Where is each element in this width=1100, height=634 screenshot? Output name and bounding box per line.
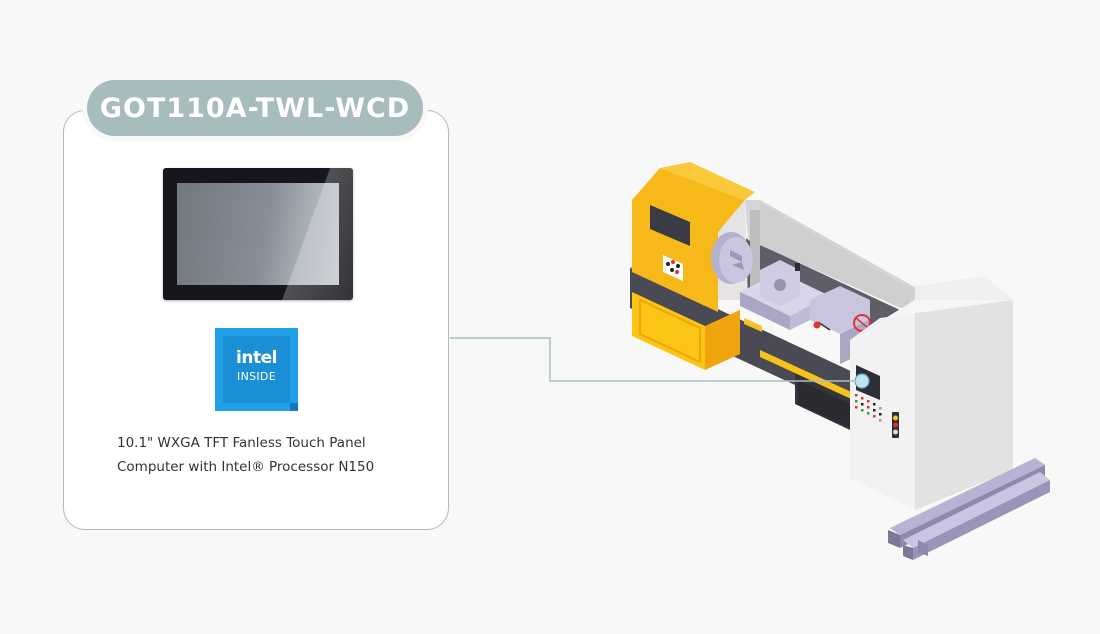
intel-inside-badge: intel INSIDE — [215, 328, 298, 411]
lathe-base — [632, 292, 740, 370]
connector-line — [450, 337, 856, 382]
model-title-pill: GOT110A-TWL-WCD — [87, 80, 423, 136]
headstock-screen — [650, 205, 690, 246]
description-line-2: Computer with Intel® Processor N150 — [117, 459, 375, 475]
lathe-chuck — [711, 232, 753, 284]
intel-logo-text: intel — [236, 348, 277, 368]
touch-panel-image — [163, 168, 353, 300]
intel-badge-inner — [223, 336, 290, 403]
description-line-1: 10.1" WXGA TFT Fanless Touch Panel — [117, 435, 366, 451]
model-title: GOT110A-TWL-WCD — [99, 92, 411, 124]
intel-inside-text: INSIDE — [237, 370, 276, 383]
cabinet-button-grid — [855, 394, 882, 422]
cabinet-display-highlight — [854, 373, 870, 389]
control-cabinet — [850, 276, 1013, 510]
panel-screen — [177, 183, 339, 285]
metal-bars — [888, 458, 1050, 560]
intel-badge-corner — [290, 403, 298, 411]
headstock-button-panel — [663, 255, 683, 281]
panel-glare — [163, 168, 353, 300]
product-description: 10.1" WXGA TFT Fanless Touch Panel Compu… — [117, 431, 447, 479]
